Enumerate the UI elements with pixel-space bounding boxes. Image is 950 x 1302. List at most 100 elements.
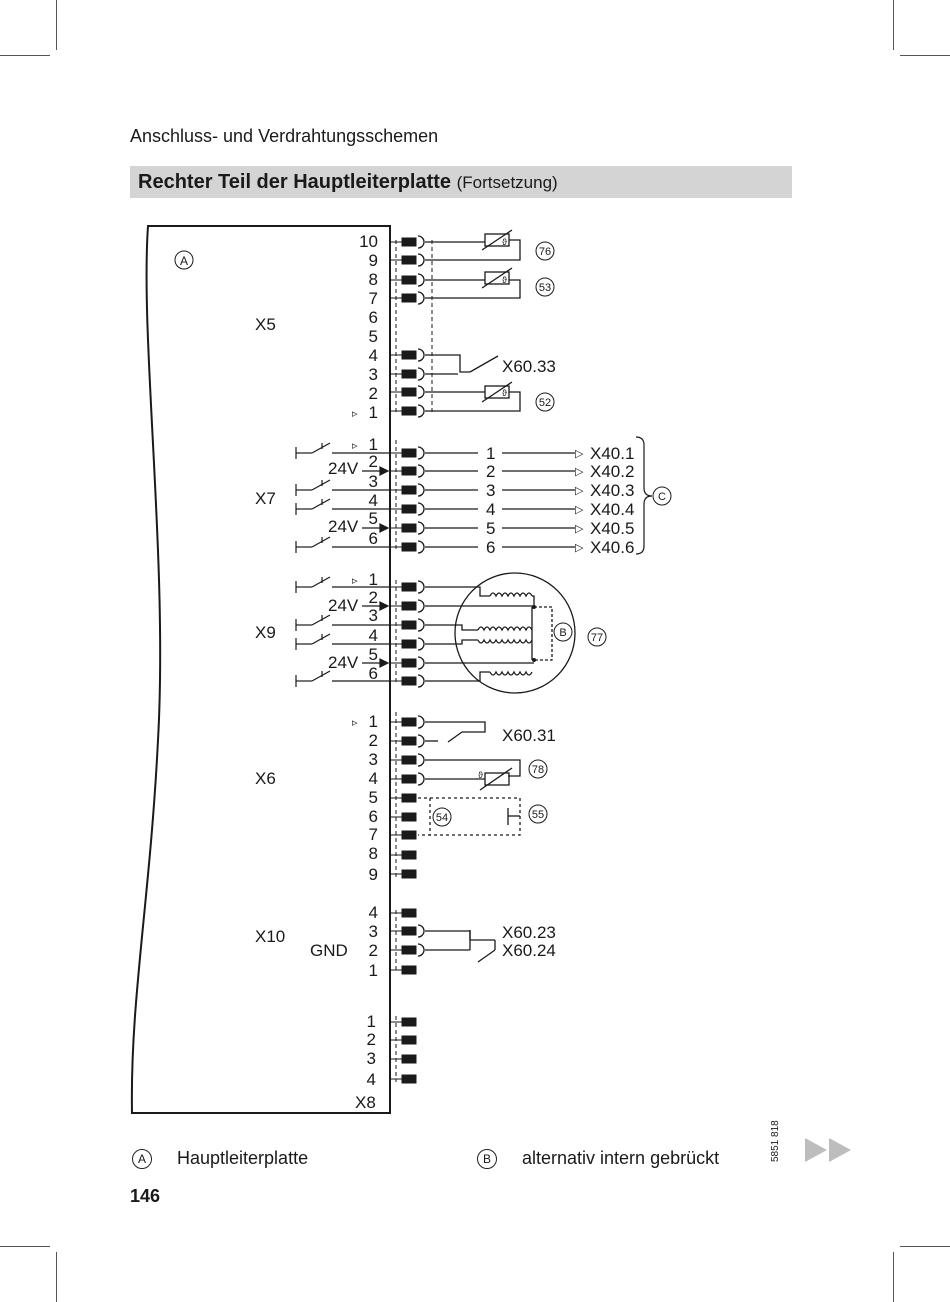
x6033-label: X60.33 — [502, 357, 556, 376]
x8-pin: 3 — [367, 1049, 376, 1068]
pin-block — [401, 466, 417, 476]
pin-block — [401, 620, 417, 630]
x5-pin: 4 — [369, 346, 378, 365]
pin-block — [401, 448, 417, 458]
pin-block — [401, 582, 417, 592]
x7-output-target: X40.6 — [590, 538, 634, 557]
pin-block — [401, 658, 417, 668]
x7-output-number: 5 — [486, 519, 495, 538]
crop-mark — [0, 55, 50, 56]
x9-pin: 3 — [369, 606, 378, 625]
switch-contact — [311, 479, 331, 491]
x6023-label: X60.23 — [502, 923, 556, 942]
x7-output-target: X40.1 — [590, 444, 634, 463]
x9-pin: 5 — [369, 645, 378, 664]
theta-icon: ϑ — [502, 237, 507, 247]
pin-block — [401, 965, 417, 975]
legend-a-marker: A — [132, 1149, 152, 1169]
section-header: Anschluss- und Verdrahtungsschemen — [130, 126, 439, 146]
ref-54: 54 — [436, 812, 448, 824]
ref-76: 76 — [539, 246, 551, 258]
x6-pin: 1 — [369, 712, 378, 731]
pin-socket — [417, 580, 425, 594]
crop-mark — [56, 0, 57, 50]
x10-pin: 2 — [369, 941, 378, 960]
pin-block — [401, 406, 417, 416]
triangle-icon: ▹ — [352, 717, 358, 729]
crop-mark — [900, 1246, 950, 1247]
pin-block — [401, 793, 417, 803]
x5-pin: 2 — [369, 384, 378, 403]
arrow-triangle-icon: ▷ — [575, 504, 584, 516]
pin-socket — [417, 734, 425, 748]
pin-socket — [417, 540, 425, 554]
pin-block — [401, 485, 417, 495]
x9-pin: 1 — [369, 570, 378, 589]
x7-output-number: 1 — [486, 444, 495, 463]
title-bar: Rechter Teil der Hauptleiterplatte (Fort… — [130, 166, 792, 198]
theta-icon: ϑ — [502, 388, 507, 398]
arrow-head — [379, 466, 390, 476]
pin-socket — [417, 753, 425, 767]
pin-block — [401, 755, 417, 765]
triangle-icon: ▹ — [352, 408, 358, 420]
x7-output-target: X40.3 — [590, 481, 634, 500]
x7-output-target: X40.2 — [590, 462, 634, 481]
page-title: Rechter Teil der Hauptleiterplatte (Fort… — [138, 171, 558, 193]
voltage-label: 24V — [328, 653, 359, 672]
x10-label: X10 — [255, 927, 285, 946]
logo-arrows — [805, 1138, 851, 1162]
arrow-triangle-icon: ▷ — [575, 485, 584, 497]
stepper-motor-circle — [454, 572, 576, 694]
crop-mark — [893, 0, 894, 50]
x6-pin: 4 — [369, 769, 378, 788]
doc-number: 5851 818 — [770, 1120, 781, 1162]
pin-block — [401, 523, 417, 533]
x7-pin: 1 — [369, 435, 378, 454]
x7-pin: 4 — [369, 491, 378, 510]
crop-mark — [56, 1252, 57, 1302]
x5-pin: 9 — [369, 251, 378, 270]
x7-pin: 5 — [369, 509, 378, 528]
x6-pin: 8 — [369, 844, 378, 863]
ref-52: 52 — [539, 397, 551, 409]
x6-pin: 5 — [369, 788, 378, 807]
voltage-label: 24V — [328, 596, 359, 615]
pin-block — [401, 1074, 417, 1084]
pin-socket — [417, 235, 425, 249]
x6-pin: 9 — [369, 865, 378, 884]
pin-socket — [417, 924, 425, 938]
pin-socket — [417, 385, 425, 399]
crop-mark — [0, 1246, 50, 1247]
pin-socket — [417, 943, 425, 957]
legend-a-text: Hauptleiterplatte — [177, 1148, 309, 1168]
pin-socket — [417, 348, 425, 362]
pin-socket — [417, 637, 425, 651]
pin-socket — [417, 464, 425, 478]
pin-block — [401, 812, 417, 822]
triangle-icon: ▹ — [352, 575, 358, 587]
pin-block — [401, 774, 417, 784]
ref-77: 77 — [591, 632, 603, 644]
pin-socket — [417, 273, 425, 287]
voltage-label: 24V — [328, 517, 359, 536]
board-outline — [130, 225, 391, 1114]
theta-icon: ϑ — [478, 770, 483, 780]
x10-pin: 4 — [369, 903, 378, 922]
pin-socket — [417, 502, 425, 516]
pin-socket — [417, 674, 425, 688]
pin-block — [401, 504, 417, 514]
pin-block — [401, 1035, 417, 1045]
x9-pin: 6 — [369, 664, 378, 683]
legend-b-text: alternativ intern gebrückt — [522, 1148, 720, 1168]
arrow-triangle-icon: ▷ — [575, 523, 584, 535]
pin-socket — [417, 656, 425, 670]
arrow-head — [379, 601, 390, 611]
pin-block — [401, 293, 417, 303]
x9-pin: 4 — [369, 626, 378, 645]
pin-block — [401, 736, 417, 746]
x9-label: X9 — [255, 623, 276, 642]
switch-contact — [311, 614, 331, 626]
switch-contact — [311, 536, 331, 548]
